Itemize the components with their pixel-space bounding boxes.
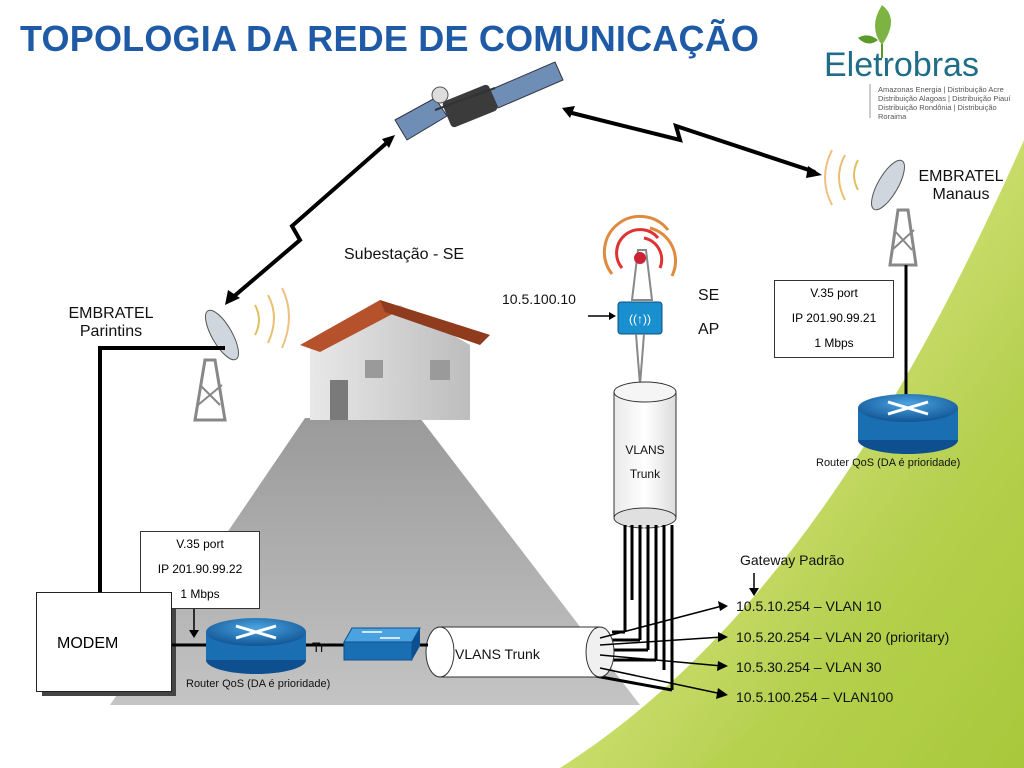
right-port-line3: 1 Mbps <box>814 336 854 350</box>
trunk-vertical-label: VLANS Trunk <box>614 438 676 486</box>
satellite-icon <box>394 61 564 141</box>
substation-label: Subestação - SE <box>344 246 465 263</box>
trunk-vertical-line1: VLANS <box>625 443 665 457</box>
switch-label: Tr <box>312 639 325 655</box>
vlan-item-100: 10.5.100.254 – VLAN100 <box>736 689 894 705</box>
modem-box: MODEM <box>36 592 172 692</box>
ap-ip-label: 10.5.100.10 <box>502 291 576 307</box>
substation-house-icon <box>300 300 490 420</box>
switch-icon <box>343 627 421 661</box>
manaus-label-line1: EMBRATEL <box>918 168 1004 185</box>
manaus-label-line2: Manaus <box>932 186 990 203</box>
vlans-trunk-vertical-cylinder <box>613 381 677 529</box>
gateway-label: Gateway Padrão <box>740 552 845 568</box>
router-right-caption: Router QoS (DA é prioridade) <box>816 457 961 469</box>
router-right-icon <box>858 394 958 454</box>
manaus-antenna-icon <box>824 149 918 267</box>
left-port-line2: IP 201.90.99.22 <box>157 562 243 576</box>
left-port-line3: 1 Mbps <box>180 587 220 601</box>
logo-subtitle-line3: Distribuição Rondônia | Distribuição Ror… <box>878 103 997 121</box>
modem-uplink-wire <box>98 346 225 595</box>
trunk-vertical-line2: Trunk <box>629 467 661 481</box>
page-title: TOPOLOGIA DA REDE DE COMUNICAÇÃO <box>20 18 760 59</box>
trunk-horizontal-label: VLANS Trunk <box>455 646 540 662</box>
ap-se-label: SE <box>698 287 720 304</box>
router-left-icon <box>206 618 306 674</box>
right-port-line2: IP 201.90.99.21 <box>791 311 877 325</box>
ap-ap-label: AP <box>698 321 720 338</box>
green-background-light <box>700 380 1024 768</box>
logo-subtitle: Amazonas Energia | Distribuição Acre Dis… <box>878 85 1024 121</box>
eletrobras-logo-icon <box>858 5 891 58</box>
logo-subtitle-line2: Distribuição Alagoas | Distribuição Piau… <box>878 94 1011 103</box>
parintins-label: EMBRATEL Parintins <box>58 305 164 341</box>
router-left-caption: Router QoS (DA é prioridade) <box>186 678 331 690</box>
right-port-box: V.35 port IP 201.90.99.21 1 Mbps <box>774 280 894 358</box>
vlans-trunk-horizontal-cylinder <box>425 626 615 678</box>
left-port-line1: V.35 port <box>176 537 224 551</box>
parintins-label-line2: Parintins <box>79 323 143 340</box>
parintins-antenna-icon <box>193 287 290 422</box>
modem-label: MODEM <box>57 635 119 652</box>
logo-subtitle-line1: Amazonas Energia | Distribuição Acre <box>878 85 1004 94</box>
vlan-item-10: 10.5.10.254 – VLAN 10 <box>736 598 882 614</box>
vlan-fanout-arrows <box>599 605 723 695</box>
right-port-line1: V.35 port <box>810 286 858 300</box>
vlan-item-20: 10.5.20.254 – VLAN 20 (prioritary) <box>736 629 950 645</box>
vlan-item-30: 10.5.30.254 – VLAN 30 <box>736 659 882 675</box>
manaus-label: EMBRATEL Manaus <box>906 168 1016 204</box>
satellite-link-right <box>567 110 816 174</box>
logo-name: Eletrobras <box>824 46 979 84</box>
satellite-link-left <box>230 138 392 300</box>
trunk-bundle-lines <box>623 525 674 690</box>
access-point-antenna-icon: ((↑)) <box>602 214 677 386</box>
parintins-label-line1: EMBRATEL <box>68 305 154 322</box>
svg-text:((↑)): ((↑)) <box>629 312 651 326</box>
